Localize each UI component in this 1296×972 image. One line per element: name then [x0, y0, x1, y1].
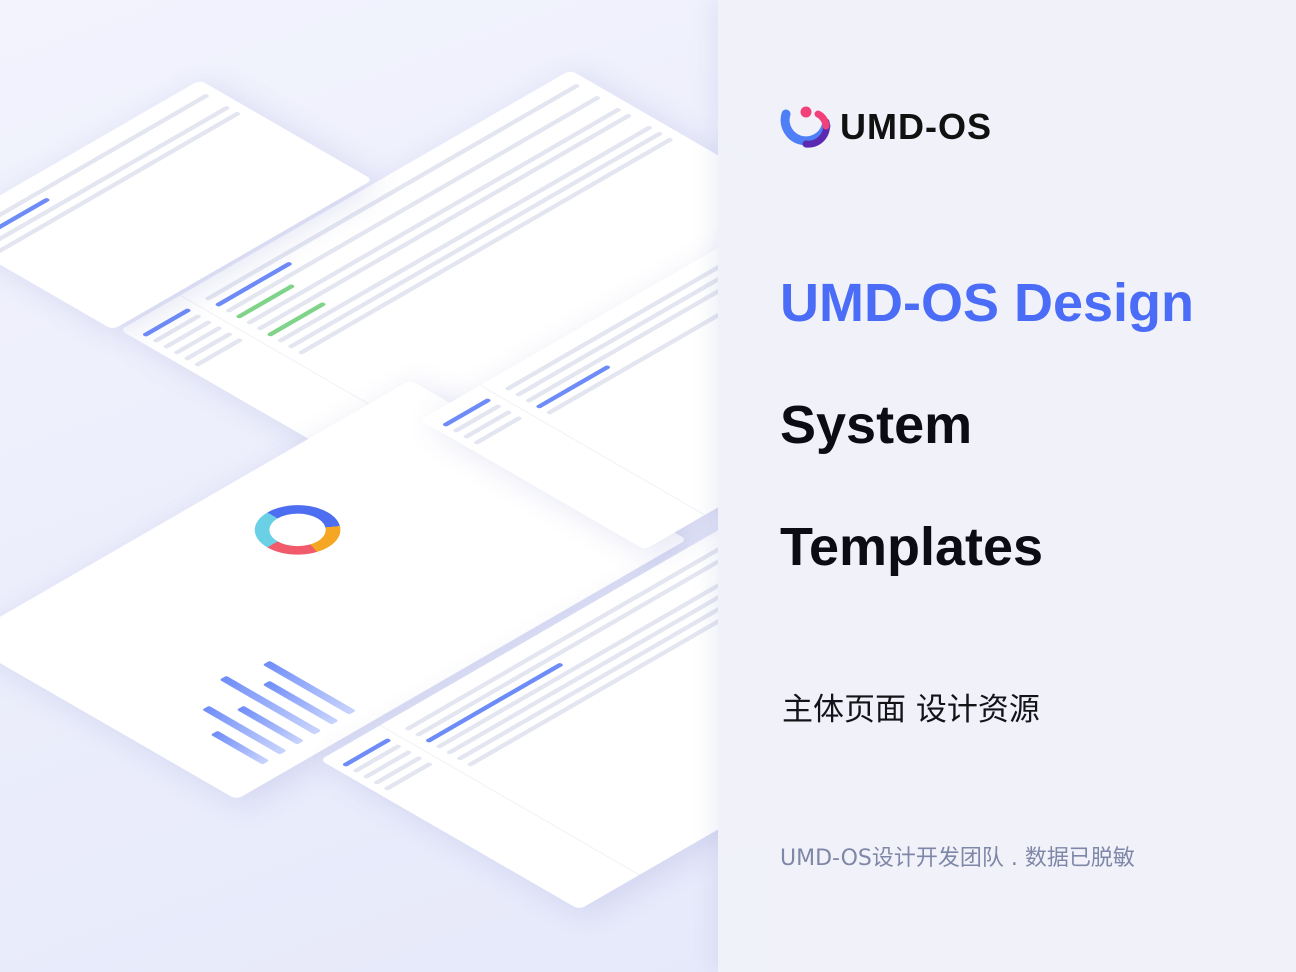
subtitle: 主体页面 设计资源 — [782, 692, 1040, 728]
logo-text: UMD-OS — [840, 106, 992, 147]
cover-panel: UMD-OS UMD-OS Design System Templates 主体… — [718, 0, 1296, 972]
footer-credit: UMD-OS设计开发团队 . 数据已脱敏 — [780, 846, 1135, 871]
title-line-2: System — [780, 395, 973, 455]
logo-icon — [780, 106, 831, 148]
title-line-3: Templates — [780, 517, 1044, 577]
title-line-1: UMD-OS Design — [780, 273, 1195, 333]
template-preview-collage — [0, 0, 760, 972]
logo: UMD-OS — [780, 104, 992, 150]
